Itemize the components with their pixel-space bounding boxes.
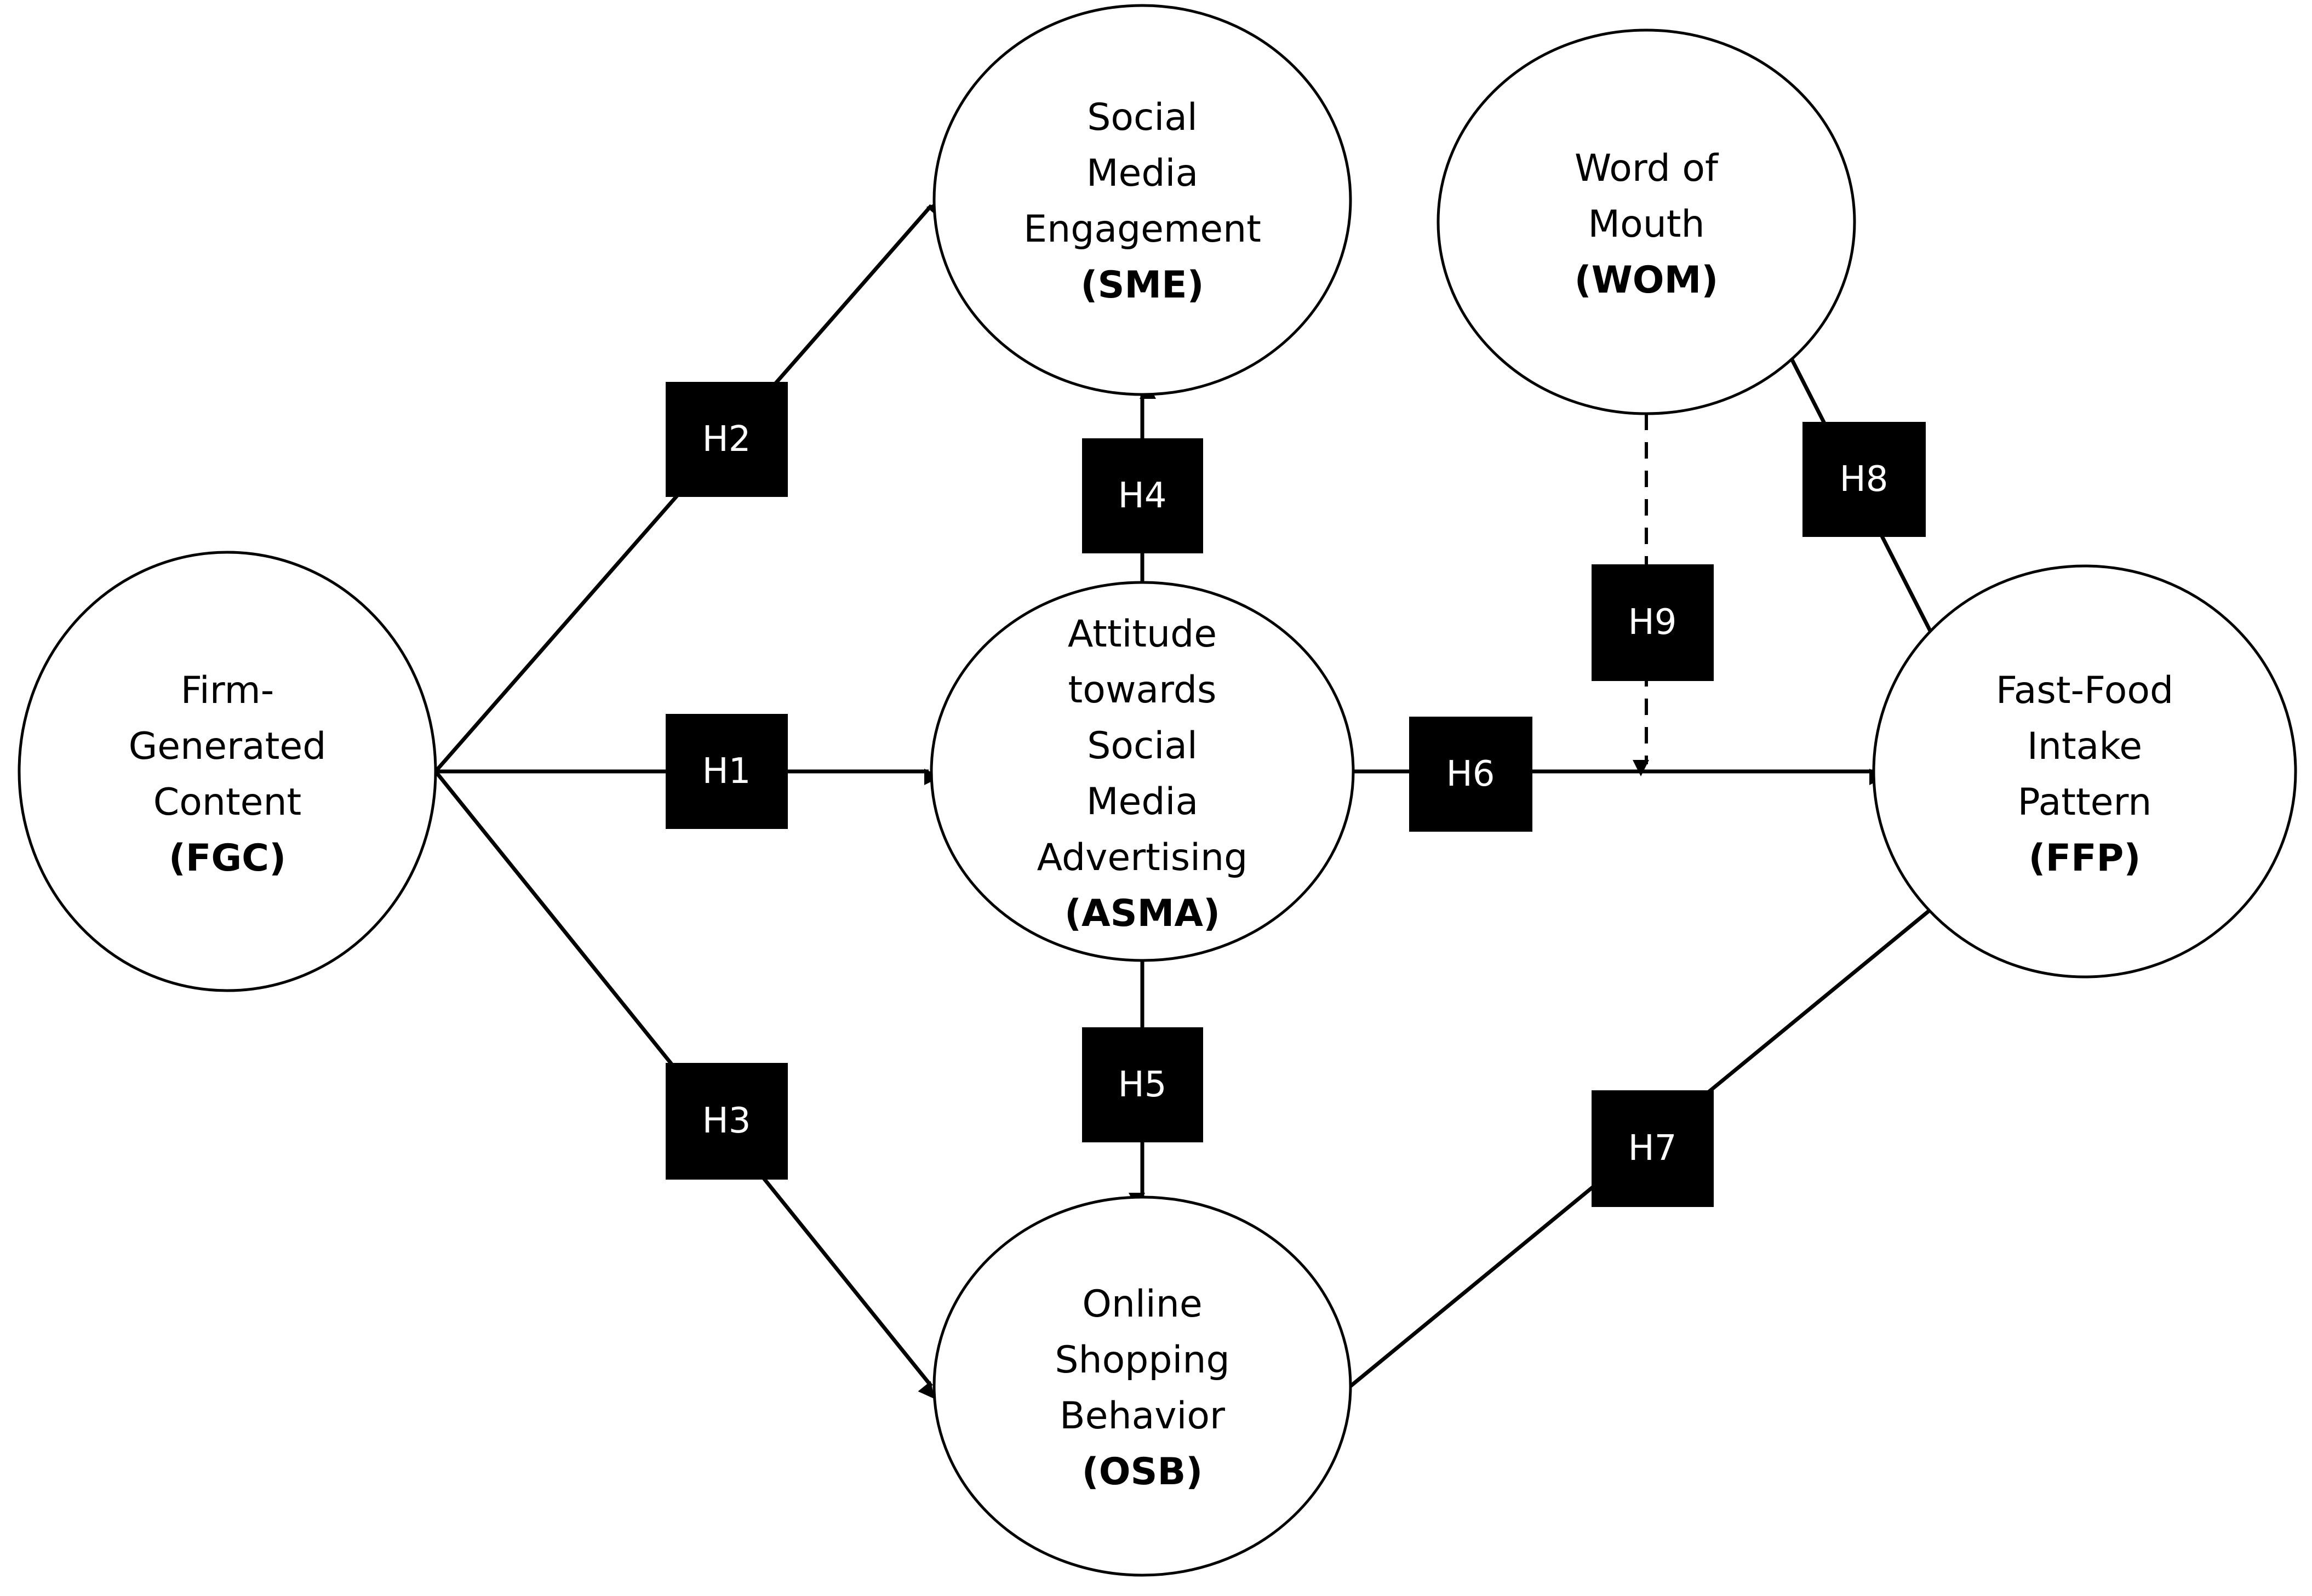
hypothesis-h5-box bbox=[1082, 1027, 1203, 1142]
node-wom-ellipse bbox=[1437, 28, 1856, 415]
node-ffp-line-2: Intake bbox=[2027, 725, 2142, 768]
hypothesis-h5-label: H5 bbox=[1118, 1065, 1167, 1105]
hypothesis-h2: H2 bbox=[666, 382, 788, 497]
hypothesis-h1-box bbox=[666, 714, 788, 829]
hypothesis-h8-label: H8 bbox=[1840, 459, 1888, 500]
hypothesis-h4-label: H4 bbox=[1118, 476, 1167, 516]
node-sme-line-2: Media bbox=[1086, 152, 1198, 195]
hypothesis-h3-label: H3 bbox=[702, 1101, 751, 1141]
hypothesis-h1: H1 bbox=[666, 714, 788, 829]
node-ffp: Fast-Food Intake Pattern (FFP) bbox=[1872, 564, 2297, 979]
hypothesis-h6-box bbox=[1409, 717, 1532, 832]
hypothesis-h1-label: H1 bbox=[702, 751, 751, 792]
hypothesis-h5: H5 bbox=[1082, 1027, 1203, 1142]
node-ffp-abbr: (FFP) bbox=[2029, 837, 2141, 880]
node-fgc-abbr: (FGC) bbox=[169, 837, 286, 880]
node-wom: Word of Mouth (WOM) bbox=[1437, 28, 1856, 415]
node-sme: Social Media Engagement (SME) bbox=[932, 4, 1352, 396]
node-fgc-ellipse bbox=[18, 551, 437, 992]
node-wom-line-1: Word of bbox=[1575, 147, 1719, 190]
node-fgc-line-2: Generated bbox=[129, 725, 327, 768]
node-sme-ellipse bbox=[932, 4, 1352, 396]
node-osb-abbr: (OSB) bbox=[1082, 1450, 1203, 1494]
node-ffp-line-1: Fast-Food bbox=[1996, 669, 2173, 712]
node-asma: Attitude towards Social Media Advertisin… bbox=[930, 581, 1355, 962]
node-asma-abbr: (ASMA) bbox=[1065, 892, 1220, 935]
hypothesis-h4: H4 bbox=[1082, 438, 1203, 553]
hypothesis-h2-box bbox=[666, 382, 788, 497]
node-fgc-line-3: Content bbox=[153, 781, 301, 824]
node-fgc-line-1: Firm- bbox=[181, 669, 274, 712]
node-osb-line-3: Behavior bbox=[1060, 1394, 1225, 1438]
node-asma-ellipse bbox=[930, 581, 1355, 962]
node-wom-abbr: (WOM) bbox=[1575, 259, 1719, 302]
hypothesis-h8-box bbox=[1802, 422, 1926, 537]
hypothesis-h9: H9 bbox=[1592, 564, 1714, 681]
node-wom-line-2: Mouth bbox=[1588, 203, 1704, 246]
hypothesis-h7: H7 bbox=[1592, 1090, 1714, 1207]
node-ffp-ellipse bbox=[1872, 564, 2297, 979]
hypothesis-h4-box bbox=[1082, 438, 1203, 553]
node-ffp-line-3: Pattern bbox=[2018, 781, 2152, 824]
hypothesis-h9-label: H9 bbox=[1628, 602, 1677, 643]
node-osb-ellipse bbox=[932, 1195, 1352, 1577]
node-asma-line-2: towards bbox=[1068, 668, 1217, 712]
node-osb-line-2: Shopping bbox=[1055, 1338, 1229, 1382]
node-sme-line-3: Engagement bbox=[1023, 208, 1261, 251]
hypothesis-h3: H3 bbox=[666, 1063, 788, 1180]
node-asma-line-3: Social bbox=[1087, 724, 1198, 768]
hypothesis-h6: H6 bbox=[1409, 717, 1532, 832]
hypothesis-h8: H8 bbox=[1802, 422, 1926, 537]
hypothesis-h2-label: H2 bbox=[702, 419, 751, 460]
node-fgc: Firm- Generated Content (FGC) bbox=[18, 551, 437, 992]
node-osb-line-1: Online bbox=[1082, 1283, 1202, 1326]
node-sme-line-1: Social bbox=[1087, 96, 1198, 139]
node-sme-abbr: (SME) bbox=[1080, 264, 1204, 307]
hypothesis-h7-label: H7 bbox=[1628, 1128, 1677, 1169]
node-asma-line-5: Advertising bbox=[1037, 836, 1248, 879]
hypothesis-h9-box bbox=[1592, 564, 1714, 681]
hypothesis-h6-label: H6 bbox=[1446, 754, 1495, 794]
hypothesis-h7-box bbox=[1592, 1090, 1714, 1207]
node-osb: Online Shopping Behavior (OSB) bbox=[932, 1195, 1352, 1577]
node-asma-line-1: Attitude bbox=[1068, 613, 1217, 656]
hypothesis-h3-box bbox=[666, 1063, 788, 1180]
node-asma-line-4: Media bbox=[1086, 780, 1198, 823]
